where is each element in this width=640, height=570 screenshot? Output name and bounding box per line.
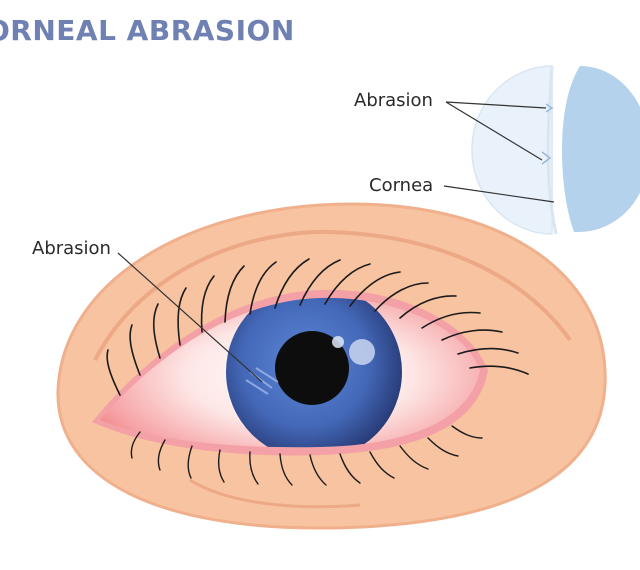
lower-lid-crease: [189, 478, 361, 509]
label-eye-abrasion: Abrasion: [32, 238, 111, 259]
eye-abrasion-leader: [117, 252, 263, 383]
inset-back-circle: [471, 65, 553, 235]
iris-highlight-small: [332, 336, 344, 348]
label-inset-cornea: Cornea: [369, 175, 434, 196]
lower-eyelashes: [130, 425, 483, 486]
pupil: [275, 331, 349, 405]
inset-cornea-leader: [443, 185, 555, 203]
diagram-title: ORNEAL ABRASION: [0, 14, 295, 47]
inset-abrasion-notch: [541, 151, 552, 165]
inset-cornea-edge: [546, 65, 558, 235]
label-inset-abrasion: Abrasion: [354, 90, 433, 111]
upper-eyelashes: [106, 258, 529, 396]
eyelid-crease: [93, 229, 572, 361]
iris-highlight: [349, 339, 375, 365]
inset-abrasion-notch: [545, 103, 554, 113]
inset-abrasion-leader-1: [445, 101, 547, 109]
inset-abrasion-leader-2: [445, 101, 543, 161]
inset-cornea: [562, 66, 640, 233]
